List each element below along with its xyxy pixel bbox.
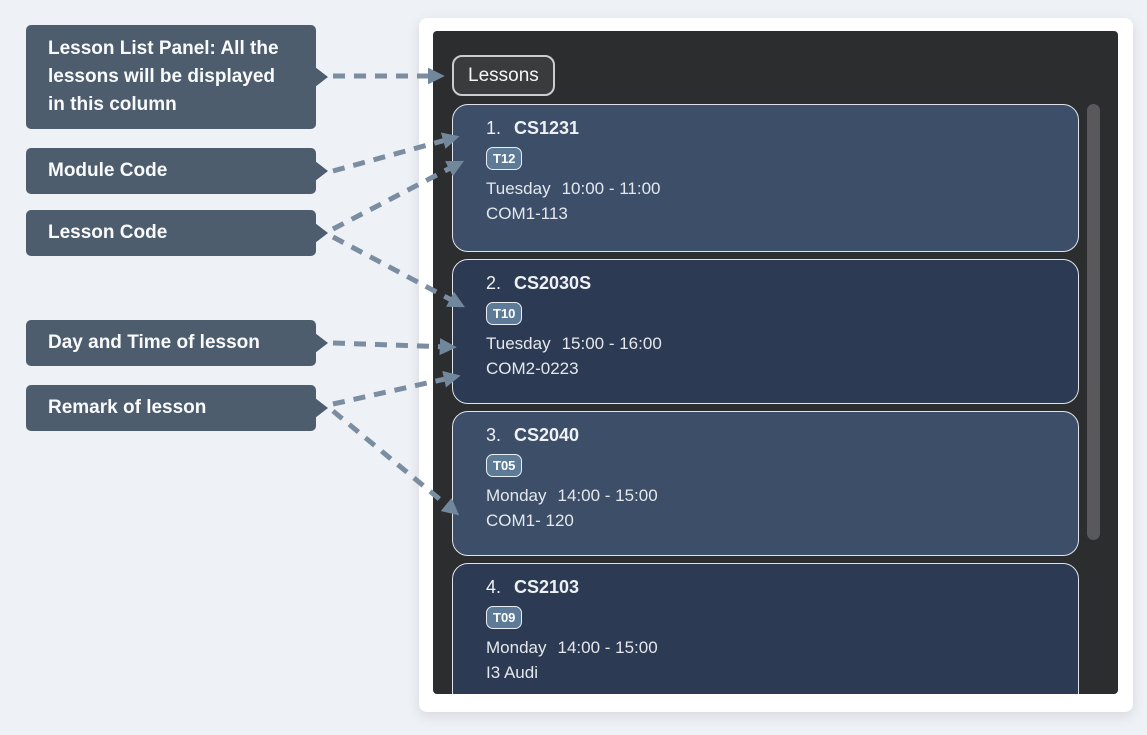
lesson-remark: COM1-113 — [486, 204, 568, 223]
lesson-card-2[interactable]: 2. CS2030S T10 Tuesday 15:00 - 16:00 COM2-… — [452, 259, 1079, 404]
lesson-number: 2. — [486, 273, 502, 293]
module-code: CS1231 — [514, 118, 580, 138]
lesson-code-badge: T10 — [486, 302, 523, 325]
lesson-day-time: Tuesday 10:00 - 11:00 — [486, 179, 1058, 199]
lesson-day-time: Monday 14:00 - 15:00 — [486, 486, 1058, 506]
callout-day-and-time: Day and Time of lesson — [26, 320, 328, 366]
lesson-number: 3. — [486, 425, 502, 445]
callout-day-and-time-label: Day and Time of lesson — [48, 332, 260, 353]
module-code: CS2103 — [514, 577, 580, 597]
callout-lesson-list-panel-label: Lesson List Panel: All the lessons will … — [48, 38, 279, 115]
lesson-title: 2. CS2030S — [486, 273, 1058, 294]
lesson-time: 15:00 - 16:00 — [561, 334, 662, 353]
lesson-card-3[interactable]: 3. CS2040 T05 Monday 14:00 - 15:00 COM1- 1… — [452, 411, 1079, 556]
callout-pointer-icon — [315, 333, 328, 353]
panel-title-label: Lessons — [468, 64, 539, 86]
callout-lesson-code: Lesson Code — [26, 210, 328, 256]
callout-pointer-icon — [315, 223, 328, 243]
callout-remark: Remark of lesson — [26, 385, 328, 431]
lesson-number: 1. — [486, 118, 502, 138]
callout-pointer-icon — [315, 67, 328, 87]
lesson-title: 1. CS1231 — [486, 118, 1058, 139]
callout-pointer-icon — [315, 398, 328, 418]
app-window-frame: Lessons 1. CS1231 T12 Tuesday 10:00 - 11:0… — [419, 18, 1133, 712]
callout-module-code-label: Module Code — [48, 160, 168, 181]
lesson-day: Monday — [486, 486, 547, 505]
lesson-day: Tuesday — [486, 179, 551, 198]
callout-lesson-list-panel: Lesson List Panel: All the lessons will … — [26, 25, 328, 129]
lesson-card-1[interactable]: 1. CS1231 T12 Tuesday 10:00 - 11:00 COM1-1… — [452, 104, 1079, 252]
lesson-title: 3. CS2040 — [486, 425, 1058, 446]
lesson-day: Tuesday — [486, 334, 551, 353]
lesson-code-badge: T12 — [486, 147, 523, 170]
lesson-remark: I3 Audi — [486, 663, 538, 682]
callout-module-code: Module Code — [26, 148, 328, 194]
lesson-time: 14:00 - 15:00 — [557, 638, 658, 657]
lesson-time: 10:00 - 11:00 — [561, 179, 661, 198]
panel-title: Lessons — [452, 55, 555, 96]
lesson-number: 4. — [486, 577, 502, 597]
callout-pointer-icon — [315, 161, 328, 181]
scrollbar-thumb[interactable] — [1087, 104, 1100, 540]
module-code: CS2040 — [514, 425, 580, 445]
lesson-list-panel: Lessons 1. CS1231 T12 Tuesday 10:00 - 11:0… — [433, 31, 1118, 694]
lesson-code-badge: T09 — [486, 606, 523, 629]
lesson-remark: COM2-0223 — [486, 359, 579, 378]
lesson-day: Monday — [486, 638, 547, 657]
module-code: CS2030S — [514, 273, 592, 293]
lesson-card-4[interactable]: 4. CS2103 T09 Monday 14:00 - 15:00 I3 Audi — [452, 563, 1079, 694]
lesson-code-badge: T05 — [486, 454, 523, 477]
lesson-day-time: Monday 14:00 - 15:00 — [486, 638, 1058, 658]
lesson-title: 4. CS2103 — [486, 577, 1058, 598]
callout-remark-label: Remark of lesson — [48, 397, 207, 418]
lesson-day-time: Tuesday 15:00 - 16:00 — [486, 334, 1058, 354]
lesson-time: 14:00 - 15:00 — [557, 486, 658, 505]
callout-lesson-code-label: Lesson Code — [48, 222, 168, 243]
lesson-list: 1. CS1231 T12 Tuesday 10:00 - 11:00 COM1-1… — [452, 104, 1079, 694]
lesson-remark: COM1- 120 — [486, 511, 574, 530]
